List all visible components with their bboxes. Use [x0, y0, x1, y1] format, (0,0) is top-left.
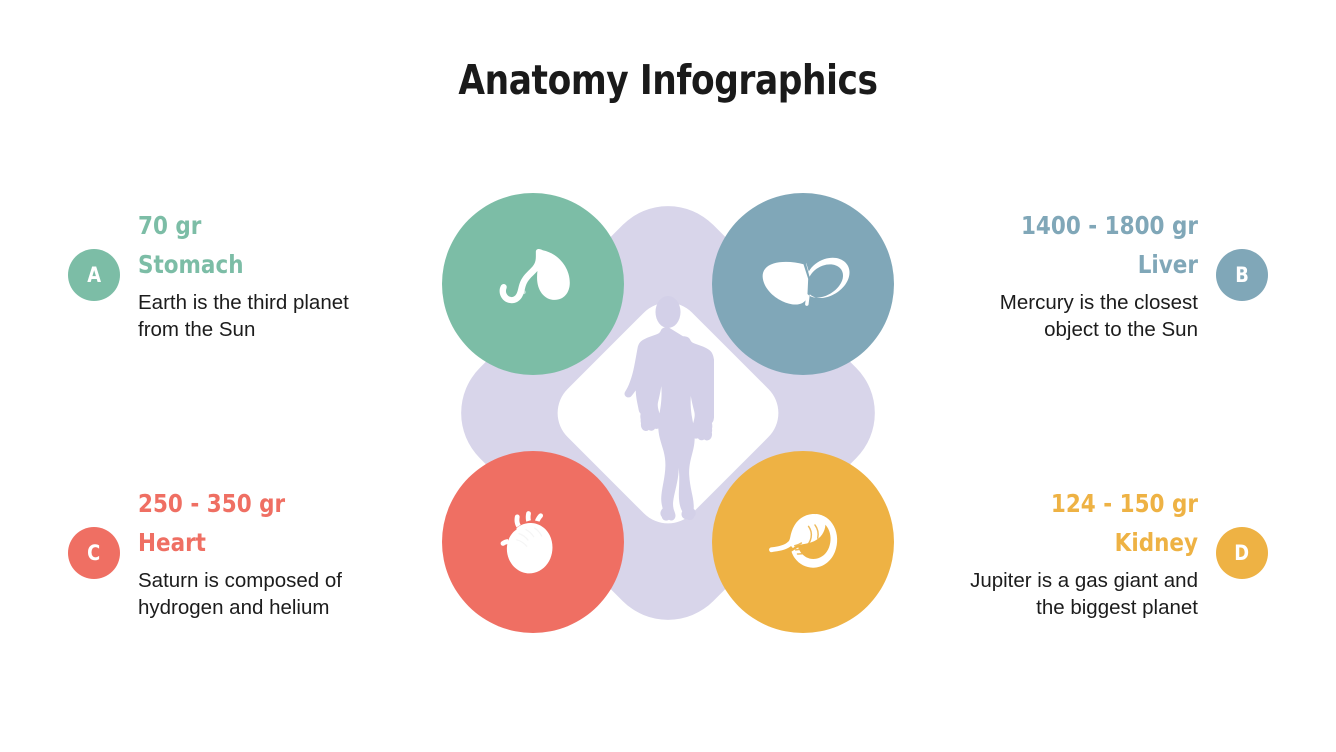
description-heart: Saturn is composed of hydrogen and heliu… — [138, 568, 342, 619]
badge-b-letter: B — [1235, 262, 1249, 287]
organ-circle-heart[interactable] — [442, 451, 624, 633]
amount-liver: 1400 - 1800 gr — [1020, 211, 1198, 240]
badge-b: B — [1216, 248, 1268, 301]
page-title: Anatomy Infographics — [458, 56, 878, 104]
info-block-liver[interactable]: 1400 - 1800 gr Liver Mercury is the clos… — [950, 207, 1268, 343]
amount-heart: 250 - 350 gr — [138, 489, 286, 518]
badge-a: A — [68, 248, 120, 301]
liver-icon — [762, 257, 850, 306]
organ-circle-kidney[interactable] — [712, 451, 894, 633]
anatomy-diagram — [430, 179, 906, 647]
info-block-kidney[interactable]: 124 - 150 gr Kidney Jupiter is a gas gia… — [950, 485, 1268, 621]
human-body-silhouette-icon — [624, 296, 714, 521]
info-text-kidney: 124 - 150 gr Kidney Jupiter is a gas gia… — [950, 485, 1198, 621]
heart-icon — [500, 511, 553, 574]
badge-d-letter: D — [1234, 540, 1250, 565]
kidney-icon — [769, 513, 838, 568]
organ-name-liver: Liver — [1137, 249, 1198, 279]
badge-a-letter: A — [87, 262, 101, 287]
info-text-heart: 250 - 350 gr Heart Saturn is composed of… — [138, 485, 386, 621]
organ-circle-stomach[interactable] — [442, 193, 624, 375]
amount-kidney: 124 - 150 gr — [1050, 489, 1198, 518]
organ-name-stomach: Stomach — [138, 249, 244, 279]
organ-name-kidney: Kidney — [1114, 527, 1198, 557]
badge-d: D — [1216, 526, 1268, 579]
badge-c-letter: C — [87, 540, 101, 565]
amount-stomach: 70 gr — [138, 211, 202, 240]
description-stomach: Earth is the third planet from the Sun — [138, 290, 349, 341]
stomach-icon — [499, 249, 570, 304]
info-text-liver: 1400 - 1800 gr Liver Mercury is the clos… — [950, 207, 1198, 343]
info-text-stomach: 70 gr Stomach Earth is the third planet … — [138, 207, 386, 343]
organ-name-heart: Heart — [138, 527, 206, 557]
description-kidney: Jupiter is a gas giant and the biggest p… — [970, 568, 1198, 619]
info-block-heart[interactable]: C 250 - 350 gr Heart Saturn is composed … — [68, 485, 386, 621]
badge-c: C — [68, 526, 120, 579]
organ-circle-liver[interactable] — [712, 193, 894, 375]
info-block-stomach[interactable]: A 70 gr Stomach Earth is the third plane… — [68, 207, 386, 343]
description-liver: Mercury is the closest object to the Sun — [999, 290, 1198, 341]
